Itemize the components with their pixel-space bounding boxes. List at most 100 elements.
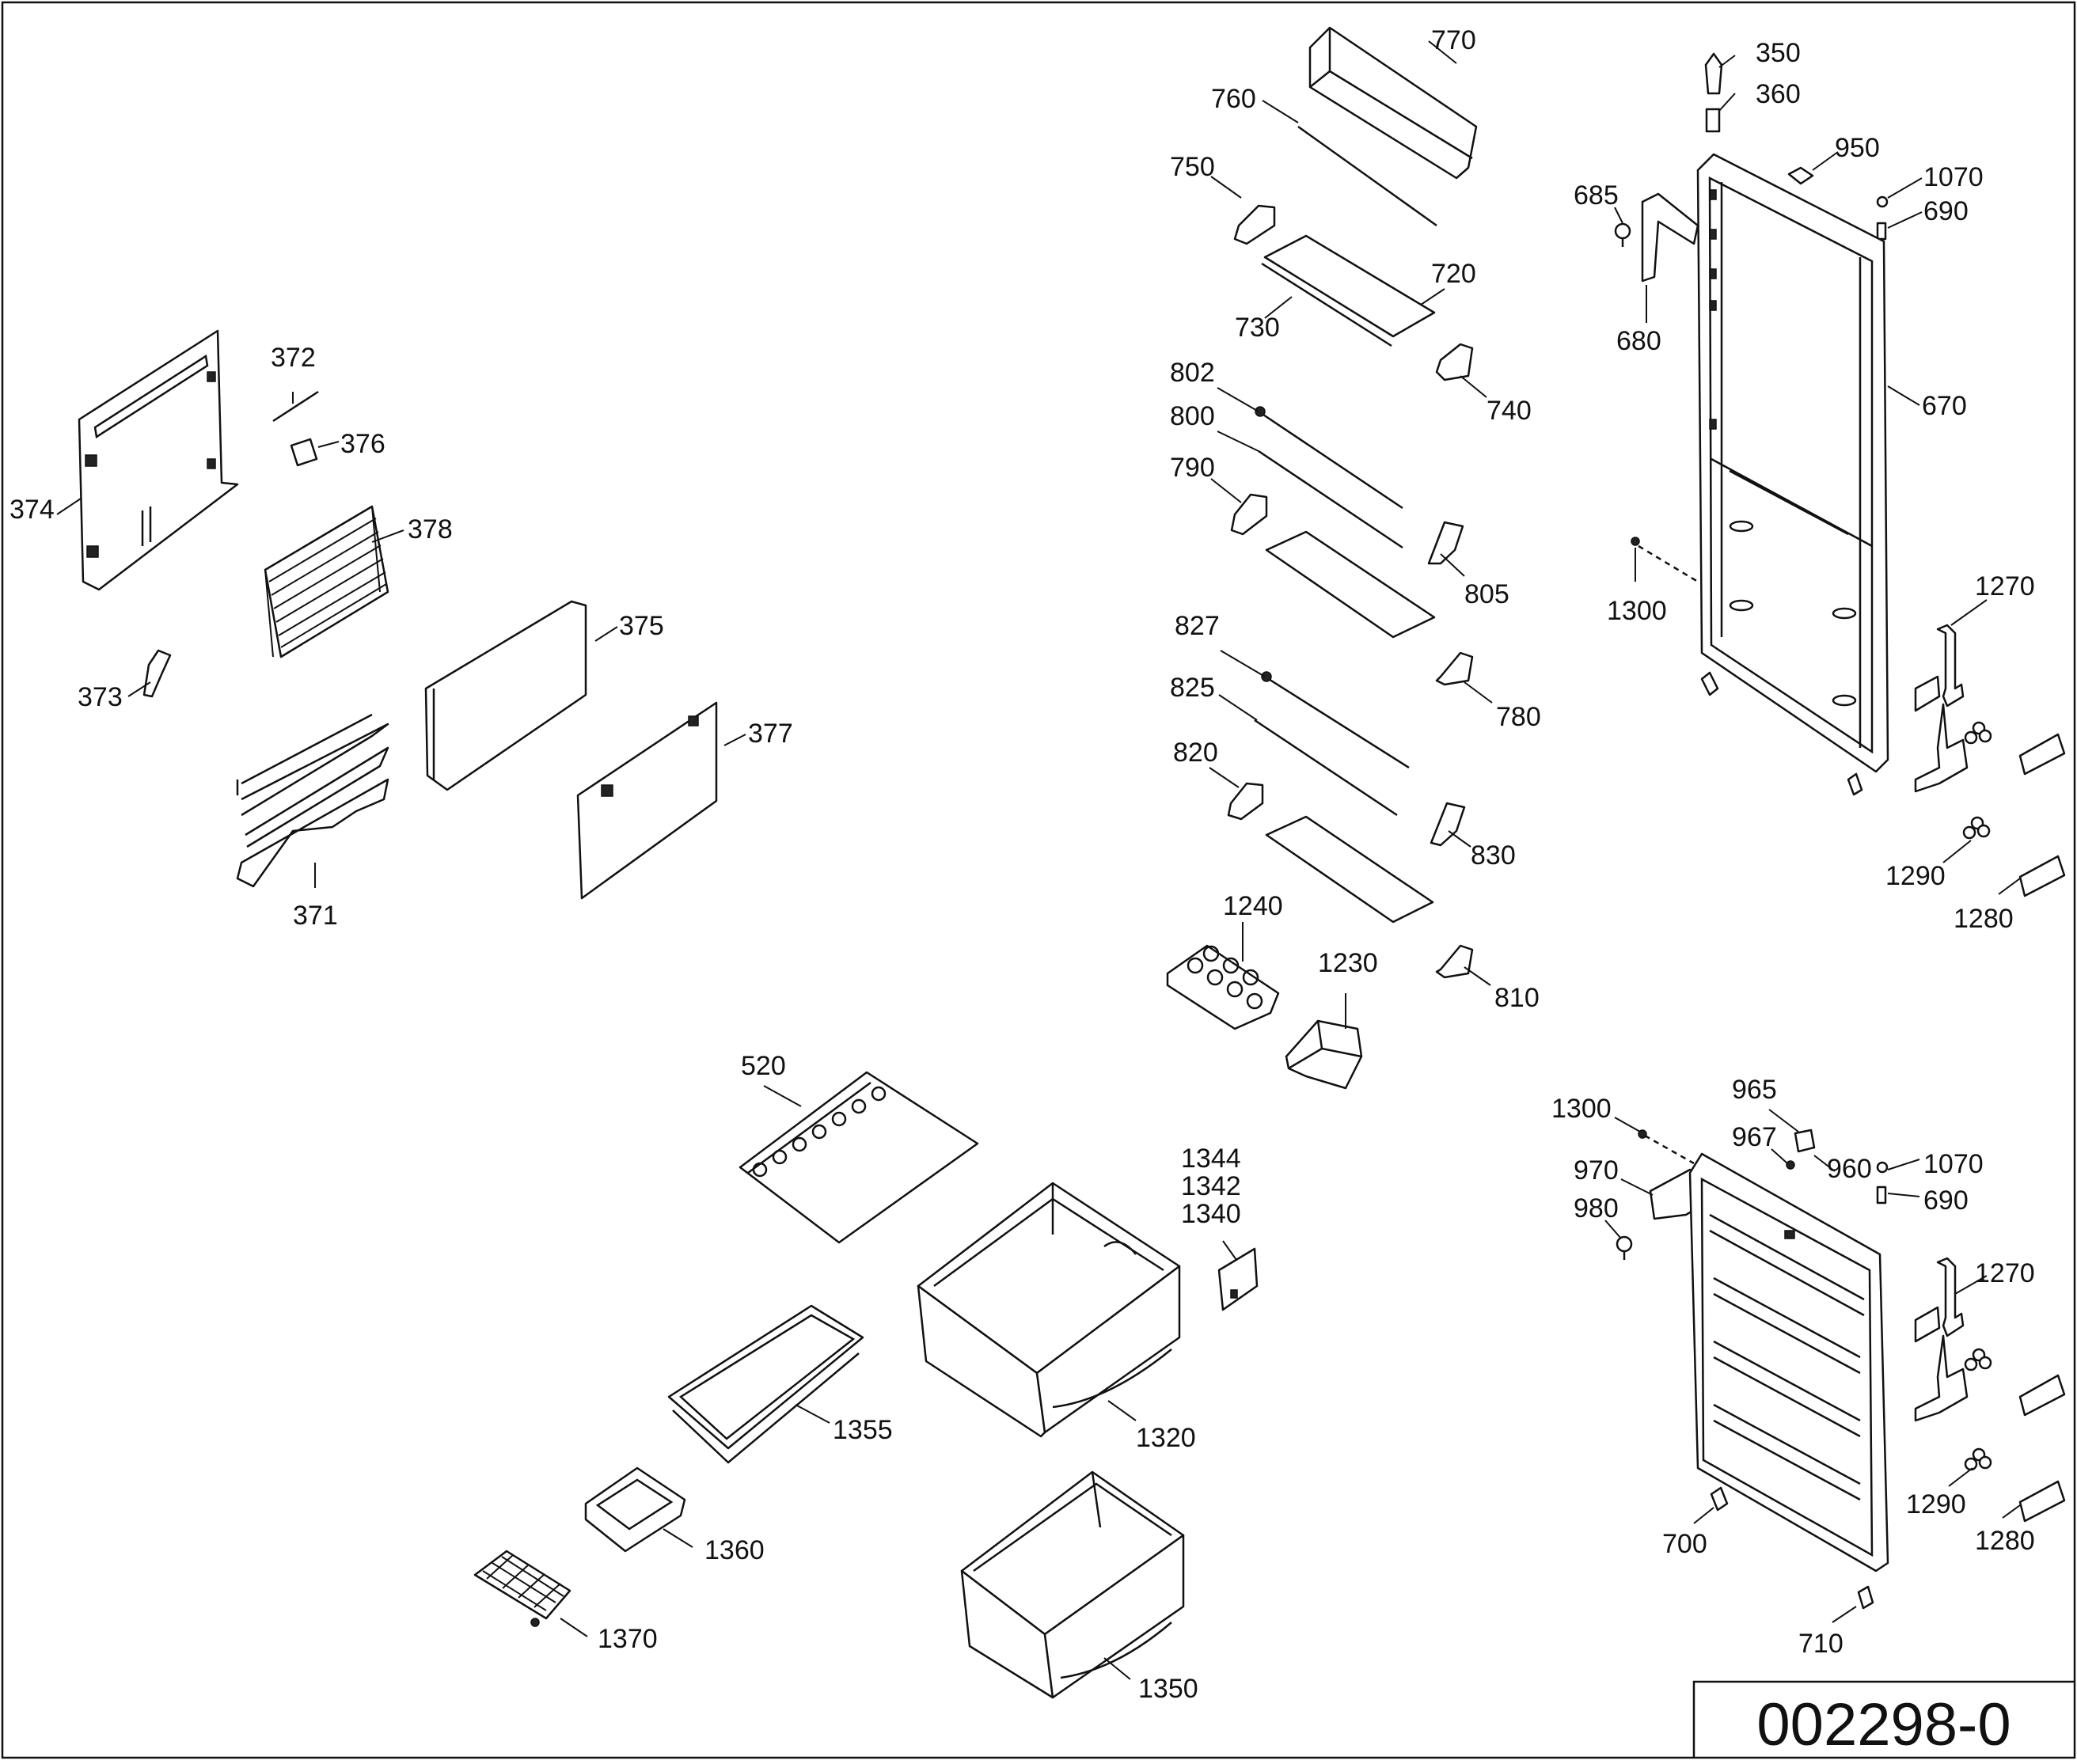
label-1300a: 1300: [1607, 596, 1667, 626]
part-1320-crisper-drawer: [917, 1182, 1181, 1438]
part-371-condenser-tube: [236, 713, 389, 888]
label-1342: 1342: [1181, 1171, 1241, 1201]
label-750: 750: [1170, 152, 1215, 182]
part-770-top-cover: [1308, 26, 1478, 180]
part-1270-hinge-bottom: [1914, 1257, 1969, 1422]
label-825: 825: [1170, 673, 1215, 703]
label-376: 376: [340, 429, 385, 459]
part-1300-pin-top: [1631, 537, 1640, 546]
part-720-730-glass-shelf: [1261, 234, 1436, 347]
label-1344: 1344: [1181, 1144, 1241, 1174]
part-960-freezer-door: [1688, 1152, 1889, 1572]
part-376-clip: [290, 438, 318, 467]
part-1355-tray: [667, 1304, 864, 1464]
label-1350: 1350: [1138, 1674, 1198, 1704]
part-820-bracket: [1227, 782, 1264, 821]
part-1280-covers-bottom: [2018, 1374, 2066, 1523]
label-780: 780: [1496, 702, 1541, 732]
part-780-glass-shelf: [1265, 530, 1436, 639]
label-1370: 1370: [598, 1624, 658, 1654]
label-730: 730: [1235, 313, 1280, 343]
part-1370-ice-tray: [473, 1550, 571, 1627]
label-950: 950: [1835, 133, 1880, 163]
part-790-bracket: [1230, 493, 1268, 536]
part-810-bracket: [1435, 944, 1474, 979]
label-965: 965: [1732, 1075, 1777, 1105]
part-967-screw: [1786, 1160, 1795, 1170]
label-980: 980: [1574, 1193, 1619, 1223]
label-360: 360: [1756, 79, 1801, 109]
part-825-827-rails: [1254, 671, 1410, 817]
label-690b: 690: [1923, 1185, 1969, 1216]
label-1240: 1240: [1223, 891, 1283, 921]
part-1300-pin-bottom: [1638, 1129, 1647, 1139]
part-1270-hinge-top: [1914, 624, 1969, 793]
part-fridge-door-feet: [1700, 671, 1863, 796]
label-802: 802: [1170, 358, 1215, 388]
label-760: 760: [1211, 84, 1256, 114]
part-1240-egg-tray: [1166, 944, 1280, 1030]
part-750-bracket: [1233, 204, 1276, 245]
part-375-cover-plate: [424, 600, 587, 791]
label-1070a: 1070: [1923, 162, 1984, 192]
label-1230: 1230: [1318, 948, 1378, 978]
label-1270b: 1270: [1975, 1258, 2035, 1288]
part-372-rod: [272, 390, 319, 423]
part-805-clip: [1427, 521, 1464, 565]
part-830-clip: [1430, 802, 1466, 847]
part-378-evaporator-coil: [264, 505, 389, 658]
part-710-foot: [1857, 1585, 1874, 1610]
part-760-rod: [1297, 125, 1437, 227]
label-800: 800: [1170, 401, 1215, 431]
drawing-number-box: 002298-0: [1692, 1680, 2075, 1758]
label-374: 374: [9, 495, 55, 525]
part-670-fridge-door: [1696, 153, 1889, 773]
part-800-802-rails: [1255, 406, 1403, 549]
label-375: 375: [619, 611, 664, 641]
part-780-bracket: [1435, 651, 1474, 686]
label-810: 810: [1494, 983, 1540, 1013]
label-720: 720: [1431, 259, 1476, 289]
label-350: 350: [1756, 38, 1801, 68]
part-1070-690-screws-top: [1876, 195, 1889, 241]
part-374-back-panel: [78, 329, 239, 591]
label-1270a: 1270: [1975, 571, 2035, 601]
part-685-680-handle: [1614, 192, 1699, 283]
part-1230-butter-box: [1285, 1019, 1363, 1090]
part-1350-freezer-drawer: [960, 1470, 1185, 1699]
label-1280a: 1280: [1954, 904, 2014, 934]
part-950-cap: [1787, 166, 1814, 185]
label-1320: 1320: [1136, 1423, 1196, 1453]
drawing-number: 002298-0: [1756, 1691, 2011, 1758]
label-372: 372: [271, 343, 316, 373]
label-1290b: 1290: [1906, 1489, 1966, 1519]
label-1070b: 1070: [1923, 1149, 1984, 1179]
part-360-bushing: [1705, 108, 1721, 133]
part-810-glass-shelf: [1265, 815, 1434, 924]
label-790: 790: [1170, 453, 1215, 483]
part-1340-1342-1344-label-plate: [1217, 1247, 1259, 1311]
label-377: 377: [748, 719, 793, 749]
part-377-panel: [576, 701, 718, 900]
label-371: 371: [293, 901, 338, 931]
label-770: 770: [1431, 25, 1476, 55]
label-827: 827: [1175, 611, 1220, 641]
label-680: 680: [1616, 326, 1661, 356]
label-1300b: 1300: [1551, 1094, 1612, 1124]
label-710: 710: [1798, 1629, 1843, 1659]
label-373: 373: [78, 682, 123, 712]
label-1355: 1355: [833, 1415, 893, 1445]
label-1290a: 1290: [1885, 861, 1946, 891]
label-970: 970: [1574, 1155, 1619, 1185]
label-1280b: 1280: [1975, 1526, 2035, 1556]
label-830: 830: [1471, 840, 1516, 871]
label-700: 700: [1662, 1529, 1707, 1559]
part-1290-screws-top: [1962, 721, 1992, 840]
label-670: 670: [1922, 391, 1967, 421]
label-820: 820: [1173, 738, 1218, 768]
label-967: 967: [1732, 1122, 1777, 1152]
label-520: 520: [741, 1051, 786, 1081]
part-740-bracket: [1435, 343, 1474, 381]
